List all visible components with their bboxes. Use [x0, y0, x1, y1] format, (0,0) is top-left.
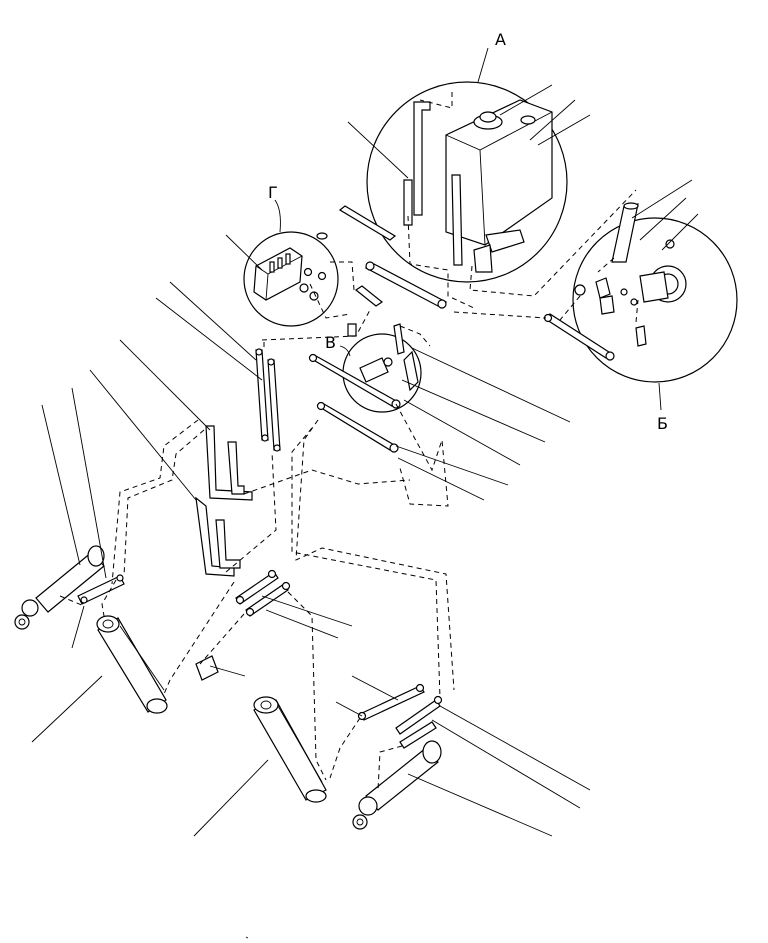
hydraulic-cylinder-right-upper: [352, 740, 553, 837]
detail-circle-b: [559, 179, 738, 411]
tube-brackets: [89, 339, 253, 577]
vertical-pipes: [155, 281, 281, 452]
callout-label-v: В: [325, 333, 336, 352]
stray-mark: [245, 936, 249, 939]
callout-label-b: Б: [657, 414, 668, 433]
pipe-fitting-center: [195, 655, 246, 681]
callout-label-a: А: [495, 30, 506, 49]
hydraulic-cylinder-left-upper: [14, 387, 125, 649]
hose-assemblies-middle: [308, 323, 571, 501]
hose-assemblies-lower: [235, 569, 591, 809]
hose-assemblies-upper: [316, 205, 615, 361]
detail-circle-g: [225, 199, 339, 327]
detail-circle-v: [339, 333, 422, 413]
detail-circle-a: [347, 47, 591, 283]
dashed-connection-lines: [59, 92, 637, 791]
hydraulic-cylinder-left-lower: [31, 615, 168, 743]
hydraulic-cylinder-right-lower: [193, 696, 327, 837]
callout-label-g: Г: [268, 183, 278, 202]
